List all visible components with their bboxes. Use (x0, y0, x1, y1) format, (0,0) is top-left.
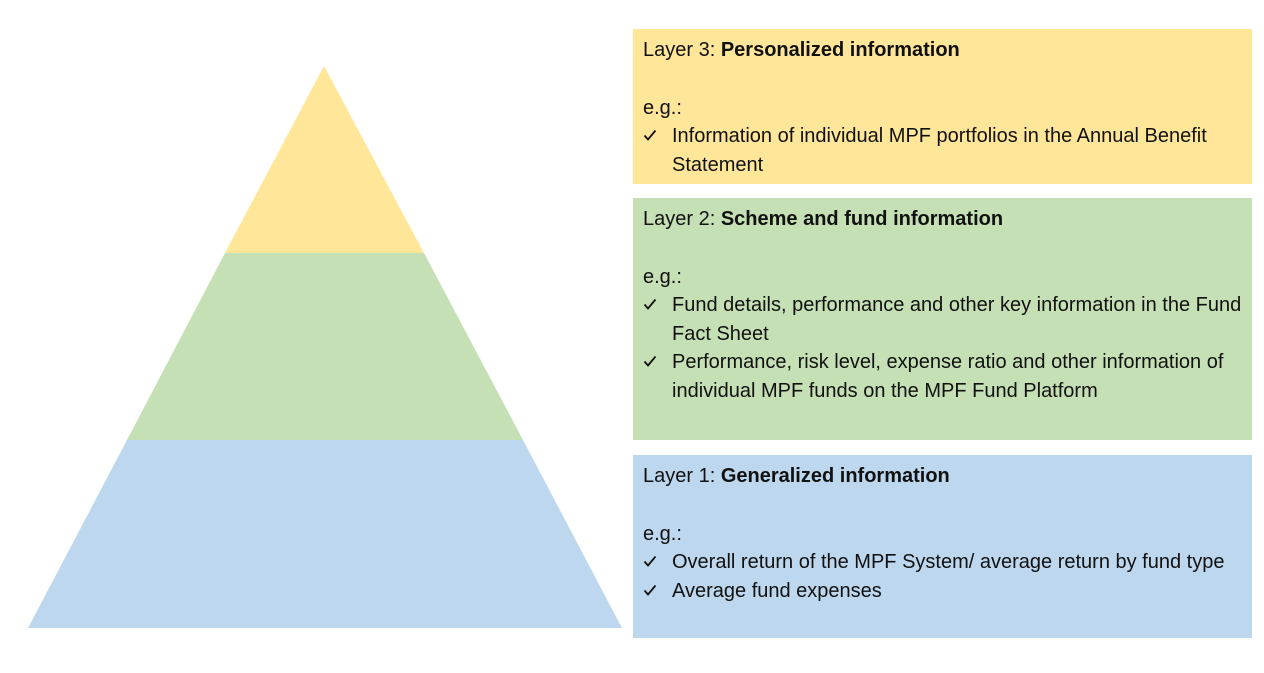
layer1-item-list: Overall return of the MPF System/ averag… (643, 548, 1242, 605)
layer2-item-list: Fund details, performance and other key … (643, 291, 1242, 405)
layer3-title: Personalized information (720, 39, 960, 61)
checkmark-icon (643, 548, 663, 567)
pyramid-tier-layer3 (225, 66, 424, 253)
layer2-title: Scheme and fund information (720, 208, 1004, 230)
checkmark-icon (643, 122, 663, 141)
list-item: Overall return of the MPF System/ averag… (643, 548, 1242, 577)
checkmark-icon (643, 348, 663, 367)
layer1-box: Layer 1: Generalized information e.g.: O… (633, 455, 1252, 638)
layer3-box: Layer 3: Personalized information e.g.: … (633, 29, 1252, 184)
layer3-prefix: Layer 3: (643, 39, 721, 61)
layer1-eg-label: e.g.: (643, 522, 682, 545)
layer1-prefix: Layer 1: (643, 465, 721, 487)
list-item: Average fund expenses (643, 577, 1242, 606)
layer2-heading: Layer 2: Scheme and fund information (643, 205, 1242, 234)
list-item-text: Average fund expenses (672, 579, 882, 602)
pyramid-tier-layer1 (28, 440, 622, 628)
list-item-text: Performance, risk level, expense ratio a… (672, 351, 1224, 402)
layer2-prefix: Layer 2: (643, 208, 721, 230)
list-item: Fund details, performance and other key … (643, 291, 1242, 348)
list-item-text: Overall return of the MPF System/ averag… (672, 551, 1225, 573)
checkmark-icon (643, 577, 663, 596)
list-item-text: Fund details, performance and other key … (672, 294, 1242, 345)
list-item-text: Information of individual MPF portfolios… (672, 125, 1207, 176)
layer2-eg-label: e.g.: (643, 265, 682, 288)
list-item: Performance, risk level, expense ratio a… (643, 348, 1242, 405)
layer2-box: Layer 2: Scheme and fund information e.g… (633, 198, 1252, 440)
layer3-heading: Layer 3: Personalized information (643, 36, 1242, 65)
layer1-title: Generalized information (720, 465, 950, 487)
list-item: Information of individual MPF portfolios… (643, 122, 1242, 179)
pyramid-tier-layer2 (127, 253, 523, 440)
layer1-heading: Layer 1: Generalized information (643, 462, 1242, 491)
layer3-item-list: Information of individual MPF portfolios… (643, 122, 1242, 179)
checkmark-icon (643, 291, 663, 310)
pyramid-diagram (28, 66, 622, 628)
layer3-eg-label: e.g.: (643, 96, 682, 119)
